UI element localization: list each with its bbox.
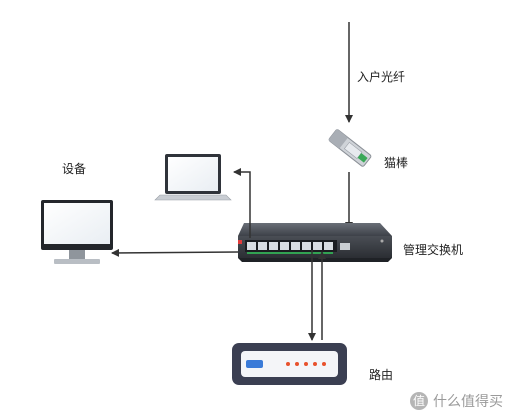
router-icon (232, 343, 347, 385)
watermark-badge-icon: 值 (410, 392, 428, 410)
switch-ports (247, 242, 333, 250)
devices-label: 设备 (62, 162, 87, 176)
watermark-text: 什么值得买 (433, 394, 503, 410)
sfp-module-icon (328, 129, 372, 167)
fiber-label: 入户光纤 (357, 70, 406, 84)
managed-switch-icon (238, 223, 392, 262)
switch-to-laptop-line (233, 168, 251, 238)
laptop-icon (154, 154, 232, 201)
sfp-label: 猫棒 (384, 156, 409, 170)
router-label: 路由 (369, 368, 394, 382)
watermark: 值 什么值得买 (410, 391, 503, 411)
switch-label: 管理交换机 (403, 243, 464, 257)
switch-to-desktop-line (111, 248, 239, 257)
desktop-monitor-icon (41, 200, 113, 264)
